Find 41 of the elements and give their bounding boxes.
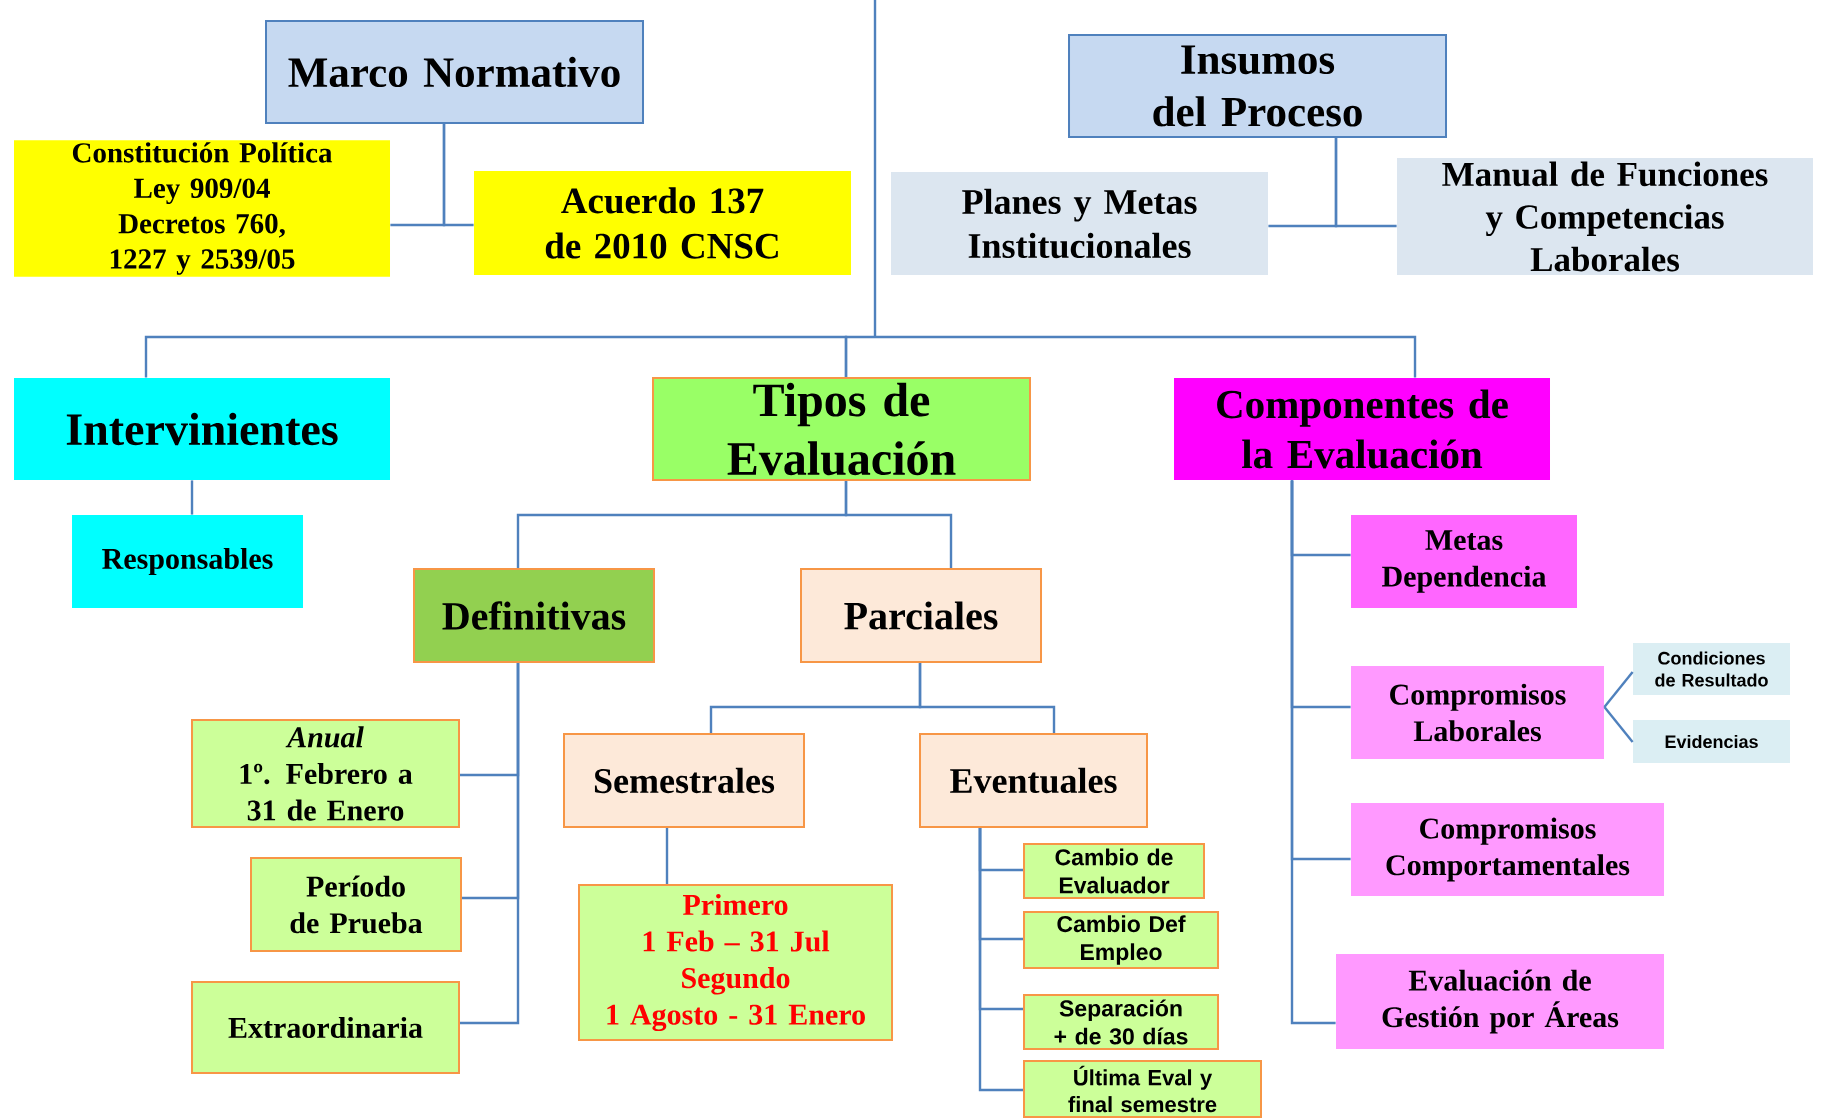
connector-line <box>918 663 1056 733</box>
item-box: Responsables <box>72 515 303 608</box>
item-box: Evaluación de Gestión por Áreas <box>1336 954 1664 1049</box>
connector-line <box>1334 138 1397 228</box>
item-box: Última Eval y final semestre <box>1023 1060 1262 1118</box>
heading-box: Marco Normativo <box>265 20 644 124</box>
item-box: Cambio Def Empleo <box>1023 911 1219 969</box>
category-box: Intervinientes <box>14 378 390 480</box>
type-box: Semestrales <box>563 733 805 828</box>
connector-line <box>1290 480 1336 1025</box>
connector-line <box>1603 706 1634 743</box>
item-box: Compromisos Laborales <box>1351 666 1604 759</box>
type-box: Parciales <box>800 568 1042 663</box>
connector-line <box>190 480 194 515</box>
item-box: Separación + de 30 días <box>1023 994 1219 1050</box>
sub-item-box: Evidencias <box>1633 720 1790 763</box>
type-box: Definitivas <box>413 568 655 663</box>
connector-line <box>144 335 848 378</box>
item-box: Anual 1º. Febrero a 31 de Enero <box>191 719 460 828</box>
period-box: Primero 1 Feb – 31 Jul Segundo 1 Agosto - 31 Enero <box>578 884 893 1041</box>
connector-line <box>442 124 474 227</box>
connector-line <box>1603 671 1634 708</box>
item-box: Metas Dependencia <box>1351 515 1577 608</box>
sub-item-box: Condiciones de Resultado <box>1633 643 1790 695</box>
input-box: Manual de Funciones y Competencias Laborales <box>1397 158 1813 275</box>
connector-line <box>844 335 1417 378</box>
source-box: Acuerdo 137 de 2010 CNSC <box>474 171 851 275</box>
source-box: Constitución Política Ley 909/04 Decretos 760, 1227 y 2539/05 <box>14 140 390 277</box>
item-box: Compromisos Comportamentales <box>1351 803 1664 896</box>
input-box: Planes y Metas Institucionales <box>891 172 1268 275</box>
heading-box: Insumos del Proceso <box>1068 34 1447 138</box>
connector-line <box>844 481 953 568</box>
type-box: Eventuales <box>919 733 1148 828</box>
item-box: Cambio de Evaluador <box>1023 843 1205 899</box>
item-box: Período de Prueba <box>250 857 462 952</box>
category-box: Tipos de Evaluación <box>652 377 1031 481</box>
connector-line <box>665 828 669 884</box>
item-box: Extraordinaria <box>191 981 460 1074</box>
connector-line <box>460 663 520 1025</box>
category-box: Componentes de la Evaluación <box>1174 378 1550 480</box>
connector-line <box>978 828 1023 1092</box>
